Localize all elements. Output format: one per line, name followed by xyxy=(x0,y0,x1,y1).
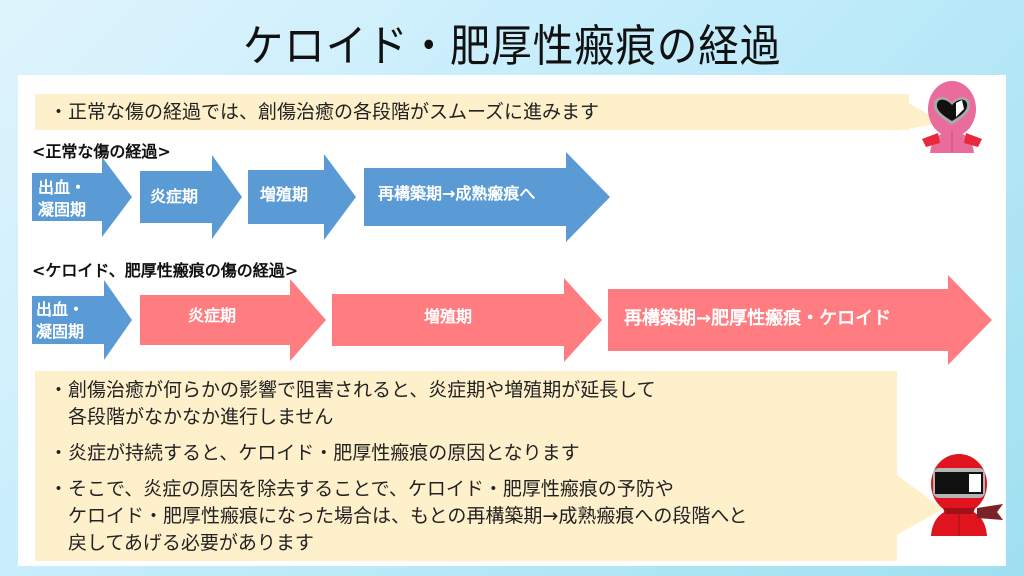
notes-callout-tail xyxy=(897,475,943,535)
normal-step-4-label: 再構築期→成熟瘢痕へ xyxy=(378,184,536,203)
normal-step-2-label: 炎症期 xyxy=(150,187,199,206)
keloid-step-1-line1: 出血・ xyxy=(36,300,85,319)
normal-step-3-label: 増殖期 xyxy=(260,185,309,204)
normal-step-1-line1: 出血・ xyxy=(38,178,87,197)
content-panel: ・正常な傷の経過では、創傷治癒の各段階がスムーズに進みます <正常な傷の経過> … xyxy=(18,75,1006,566)
normal-step-4-arrow: 再構築期→成熟瘢痕へ xyxy=(364,152,610,242)
note-3-line-1: ・そこで、炎症の原因を除去することで、ケロイド・肥厚性瘢痕の予防や xyxy=(49,478,674,500)
keloid-heading: <ケロイド、肥厚性瘢痕の傷の経過> xyxy=(32,261,299,280)
normal-step-3-arrow: 増殖期 xyxy=(248,154,356,240)
keloid-step-1-line2: 凝固期 xyxy=(36,322,85,341)
keloid-step-3-label: 増殖期 xyxy=(424,307,473,326)
red-ranger-icon xyxy=(931,454,1003,536)
keloid-step-4-arrow: 再構築期→肥厚性瘢痕・ケロイド xyxy=(608,275,992,365)
intro-callout: ・正常な傷の経過では、創傷治癒の各段階がスムーズに進みます xyxy=(35,94,909,130)
normal-step-1-arrow: 出血・凝固期 xyxy=(32,157,132,237)
note-1-line-2: 各段階がなかなか進行しません xyxy=(68,406,334,428)
note-3-line-3: 戻してあげる必要があります xyxy=(68,532,314,554)
note-1-line-1: ・創傷治癒が何らかの影響で阻害されると、炎症期や増殖期が延長して xyxy=(49,379,656,401)
note-2: ・炎症が持続すると、ケロイド・肥厚性瘢痕の原因となります xyxy=(49,442,580,464)
pink-ranger-icon xyxy=(922,81,982,153)
note-3-line-2: ケロイド・肥厚性瘢痕になった場合は、もとの再構築期→成熟瘢痕への段階へと xyxy=(68,505,748,527)
keloid-step-4-label: 再構築期→肥厚性瘢痕・ケロイド xyxy=(624,308,892,329)
page-title: ケロイド・肥厚性瘢痕の経過 xyxy=(242,21,782,72)
keloid-step-2-arrow: 炎症期 xyxy=(140,279,326,361)
keloid-step-3-arrow: 増殖期 xyxy=(332,278,602,362)
normal-step-2-arrow: 炎症期 xyxy=(140,155,242,239)
keloid-step-2-label: 炎症期 xyxy=(188,306,237,325)
notes-callout: ・創傷治癒が何らかの影響で阻害されると、炎症期や増殖期が延長して 各段階がなかな… xyxy=(35,371,897,561)
normal-heading: <正常な傷の経過> xyxy=(32,142,171,161)
normal-step-1-line2: 凝固期 xyxy=(38,200,87,219)
keloid-step-1-arrow: 出血・凝固期 xyxy=(32,280,132,360)
